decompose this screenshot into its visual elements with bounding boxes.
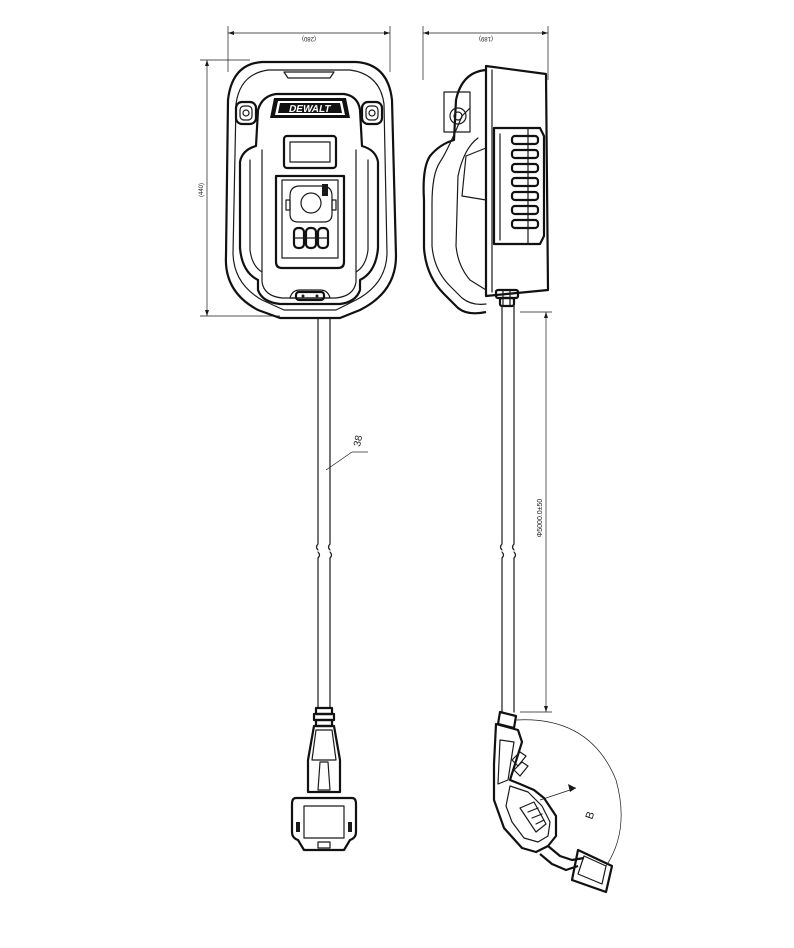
mounting-screw-left	[234, 100, 258, 126]
front-height-dimension: (440)	[199, 59, 280, 317]
cable-diameter-dimension: 38	[325, 434, 368, 471]
battery-slot	[274, 174, 346, 270]
side-view: (189)	[422, 26, 622, 894]
cable-gland	[494, 288, 520, 308]
rotation-arc: B	[515, 719, 622, 867]
front-width-dimension: (280)	[227, 26, 391, 72]
front-connector	[290, 706, 358, 852]
front-height-label: (440)	[199, 183, 205, 197]
dewalt-logo: DEWALT	[270, 98, 350, 118]
wall-mount-plate	[484, 64, 550, 298]
heatsink	[492, 126, 546, 246]
front-view: (280) (440) DEWALT	[199, 26, 398, 852]
front-width-label: (280)	[302, 35, 316, 41]
rotation-label: B	[584, 810, 598, 821]
display-panel	[282, 134, 338, 170]
mounting-screw-right	[360, 100, 384, 126]
side-depth-dimension: (189)	[422, 26, 549, 80]
cable-length-label: Φ5000.0±50	[537, 499, 544, 538]
status-indicator	[289, 289, 331, 302]
side-cable	[499, 305, 517, 713]
cable-length-dimension: Φ5000.0±50	[520, 311, 552, 713]
side-connector	[492, 710, 614, 894]
side-handle-profile	[422, 68, 487, 315]
charger-inner-frame	[238, 92, 380, 306]
front-cable	[315, 317, 333, 709]
cable-diameter-label: 38	[352, 434, 365, 448]
charger-housing-outline	[224, 60, 398, 320]
side-depth-label: (189)	[479, 35, 493, 41]
dewalt-logo-text: DEWALT	[288, 104, 333, 115]
